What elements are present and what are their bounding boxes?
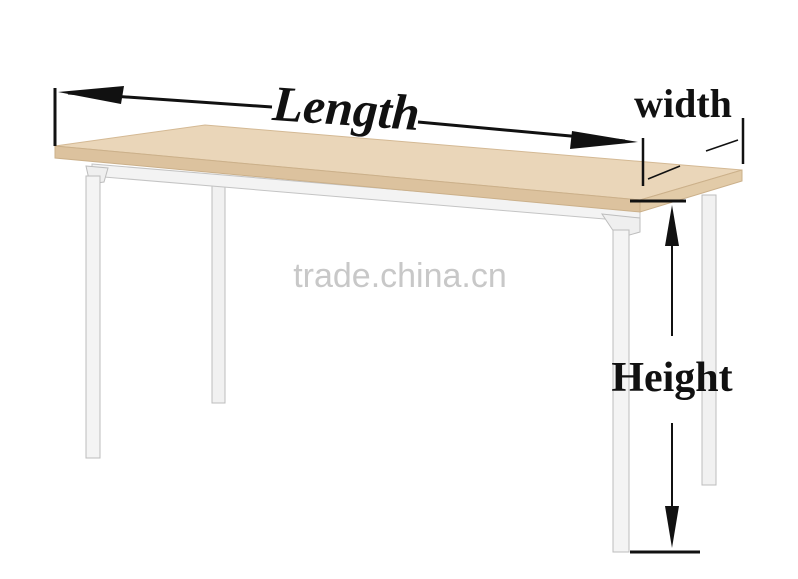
watermark: trade.china.cn	[293, 257, 507, 295]
back-left-leg	[211, 184, 226, 404]
table-frame	[85, 163, 641, 237]
length-dimension: Length	[53, 75, 638, 149]
width-line-left	[647, 165, 681, 180]
table-legs-back	[211, 184, 717, 486]
width-dimension: width	[634, 81, 745, 186]
length-arrow-left	[58, 86, 124, 104]
length-arrow-right	[570, 131, 638, 149]
height-arrow-top	[665, 205, 679, 246]
table-legs-front	[85, 175, 630, 553]
height-arrow-bottom	[665, 506, 679, 548]
front-right-bracket	[600, 213, 641, 237]
tabletop	[54, 124, 743, 213]
height-dimension: Height	[611, 199, 733, 554]
width-line-right	[705, 139, 739, 152]
height-label: Height	[611, 355, 732, 401]
length-label: Length	[270, 75, 422, 141]
width-label: width	[634, 81, 732, 126]
back-right-leg	[701, 194, 717, 486]
front-left-leg	[85, 175, 101, 459]
front-right-leg	[612, 229, 630, 553]
